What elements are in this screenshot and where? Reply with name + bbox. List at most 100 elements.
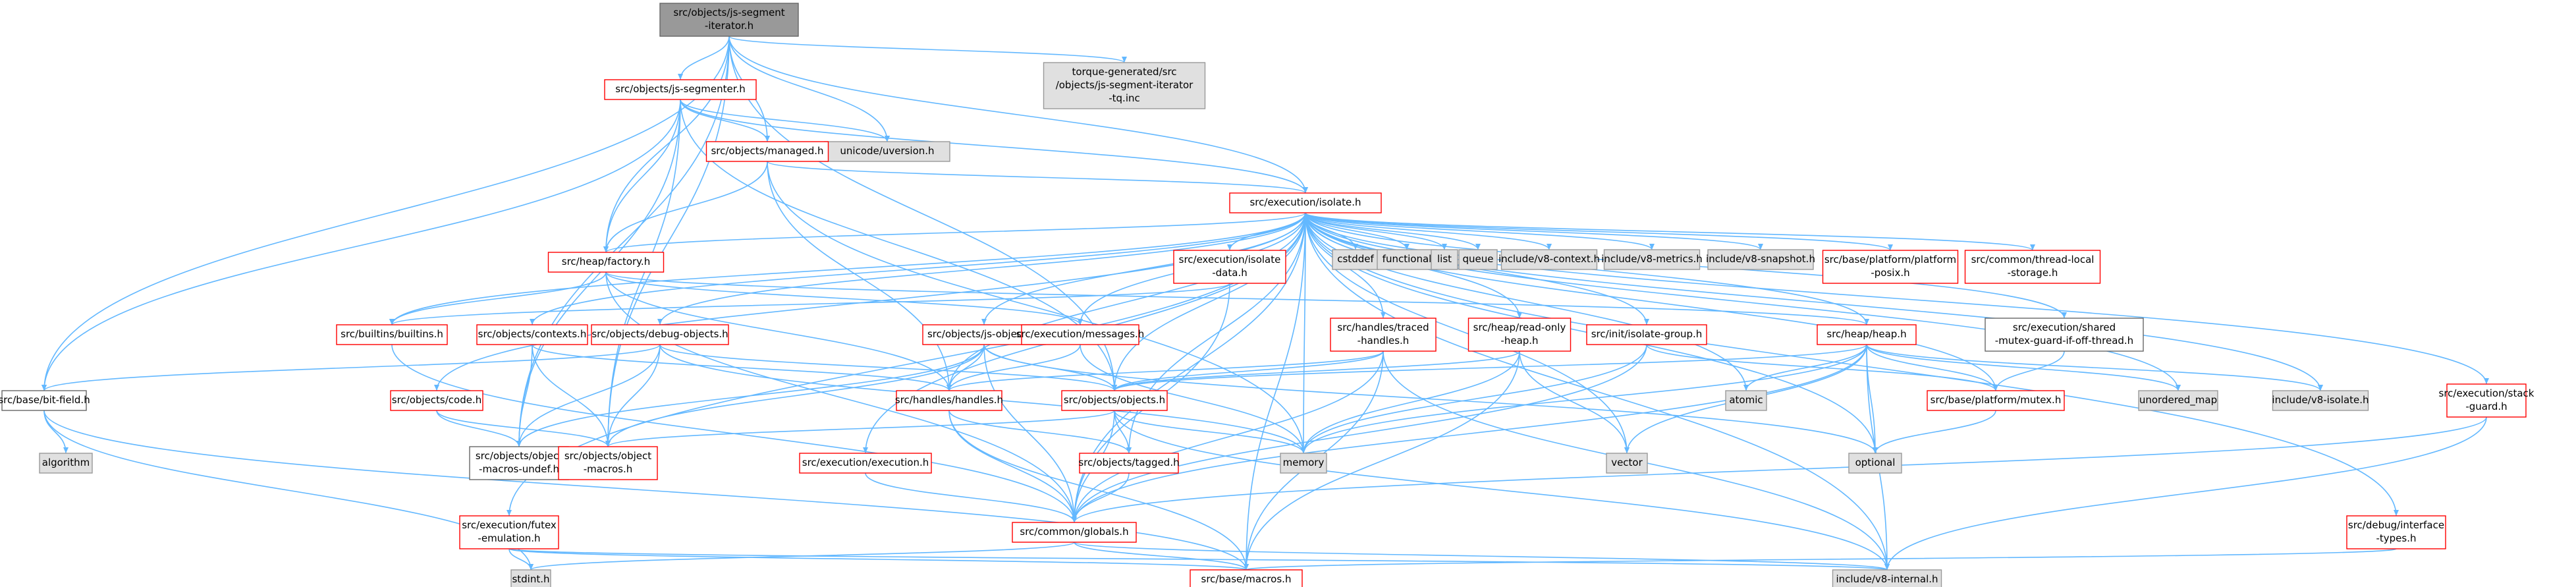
node-macros[interactable]: src/base/macros.h	[1190, 569, 1303, 587]
node-label-v8snapshot-line-0: include/v8-snapshot.h	[1706, 253, 1815, 265]
node-label-threadlocal-line-0: src/common/thread-local	[1971, 254, 2095, 266]
edge-isolate-to-queue	[1305, 212, 1479, 250]
arrowhead-isolate-to-execution	[863, 447, 868, 453]
edge-stackguard-to-globals	[1074, 416, 2487, 523]
node-bitfield[interactable]: src/base/bit-field.h	[0, 390, 90, 411]
edge-isogroup-to-memory	[1303, 344, 1647, 454]
edge-root-to-bitfield	[43, 36, 730, 391]
edge-isogroup-to-mutex	[1646, 344, 1996, 391]
node-contexts[interactable]: src/objects/contexts.h	[476, 324, 588, 345]
node-debugobj[interactable]: src/objects/debug-objects.h	[591, 324, 729, 345]
node-stackguard[interactable]: src/execution/stack-guard.h	[2439, 383, 2535, 418]
node-tagged[interactable]: src/objects/tagged.h	[1078, 453, 1180, 474]
node-objmacros[interactable]: src/objects/object-macros.h	[558, 446, 658, 480]
node-box-tagged	[1079, 453, 1179, 474]
edge-root-to-segmenter	[680, 36, 730, 80]
arrowhead-isolate-to-v8context	[1547, 244, 1552, 250]
node-box-torque	[1043, 62, 1206, 109]
node-label-globals-line-0: src/common/globals.h	[1020, 526, 1128, 538]
node-factory[interactable]: src/heap/factory.h	[547, 252, 665, 273]
edge-messages-to-memory	[1080, 344, 1304, 454]
node-label-platposix-line-1: -posix.h	[1871, 267, 1909, 279]
node-vector: vector	[1606, 453, 1648, 474]
node-isolate[interactable]: src/execution/isolate.h	[1229, 192, 1382, 213]
edge-contexts-to-objmacros	[532, 344, 609, 447]
node-functional: functional	[1377, 249, 1437, 270]
node-root[interactable]: src/objects/js-segment-iterator.h	[659, 3, 799, 37]
edge-isolate-to-objects	[1114, 212, 1306, 391]
node-label-torque-line-0: torque-generated/src	[1072, 66, 1176, 78]
edge-code-to-objmacros	[436, 410, 609, 447]
node-box-segmenter	[604, 79, 757, 100]
node-box-optional	[1848, 453, 1902, 474]
node-cstddef: cstddef	[1332, 249, 1379, 270]
arrowhead-debugiface-to-macros	[1244, 564, 1249, 570]
node-label-undef-line-0: src/objects/object	[476, 450, 562, 462]
arrowhead-sharedmutex-to-mutex	[1993, 385, 1998, 391]
node-box-queue	[1458, 249, 1498, 270]
edge-isolate-to-threadlocal	[1305, 212, 2033, 251]
node-futex[interactable]: src/execution/futex-emulation.h	[459, 515, 559, 549]
arrowhead-isolate-to-code	[434, 385, 439, 391]
node-label-debugobj-line-0: src/objects/debug-objects.h	[591, 328, 728, 340]
node-globals[interactable]: src/common/globals.h	[1012, 522, 1137, 543]
node-list: list	[1431, 249, 1458, 270]
edge-messages-to-handles	[948, 344, 1081, 391]
edge-heap-to-memory	[1303, 344, 1867, 454]
node-box-list	[1431, 249, 1458, 270]
node-box-objmacros	[558, 446, 658, 480]
node-label-messages-line-0: src/execution/messages.h	[1016, 328, 1145, 340]
node-label-optional-line-0: optional	[1855, 457, 1896, 468]
arrowhead-isolate-to-traced	[1381, 312, 1386, 318]
edge-isolate-to-v8metrics	[1305, 212, 1653, 250]
edge-isolate-to-list	[1305, 212, 1445, 250]
node-v8snapshot: include/v8-snapshot.h	[1706, 249, 1815, 270]
node-heap[interactable]: src/heap/heap.h	[1817, 324, 1917, 345]
node-box-isolate	[1229, 192, 1382, 213]
edge-isolate-to-platposix	[1305, 212, 1891, 251]
node-isodata[interactable]: src/execution/isolate-data.h	[1173, 250, 1286, 284]
node-label-memory-line-0: memory	[1283, 457, 1325, 468]
node-execution[interactable]: src/execution/execution.h	[799, 453, 932, 474]
edge-isolate-to-functional	[1305, 212, 1408, 250]
arrowhead-globals-to-stdint	[528, 564, 534, 570]
node-managed[interactable]: src/objects/managed.h	[705, 141, 829, 162]
node-label-futex-line-0: src/execution/futex	[462, 519, 557, 531]
node-sharedmutex[interactable]: src/execution/shared-mutex-guard-if-off-…	[1985, 318, 2144, 352]
node-code[interactable]: src/objects/code.h	[390, 390, 483, 411]
node-label-algorithm-line-0: algorithm	[42, 457, 90, 468]
node-box-builtins	[336, 324, 448, 345]
node-box-v8internal	[1832, 569, 1942, 587]
node-handles[interactable]: src/handles/handles.h	[895, 390, 1003, 411]
node-objects[interactable]: src/objects/objects.h	[1061, 390, 1168, 411]
node-builtins[interactable]: src/builtins/builtins.h	[336, 324, 448, 345]
edge-handles-to-tagged	[948, 410, 1130, 454]
node-isogroup[interactable]: src/init/isolate-group.h	[1586, 324, 1707, 345]
node-box-stackguard	[2446, 383, 2527, 418]
node-readonly[interactable]: src/heap/read-only-heap.h	[1467, 318, 1572, 352]
edge-segmenter-to-managed	[680, 99, 768, 142]
edge-managed-to-factory	[605, 161, 768, 253]
edge-globals-to-stdint	[530, 542, 1075, 571]
node-memory: memory	[1280, 453, 1327, 474]
node-box-v8snapshot	[1707, 249, 1814, 270]
edge-heap-to-v8isolate	[1866, 344, 2321, 391]
arrowhead-traced-to-handles	[946, 385, 952, 391]
node-label-debugiface-line-1: -types.h	[2376, 532, 2416, 544]
node-threadlocal[interactable]: src/common/thread-local-storage.h	[1964, 250, 2101, 284]
node-debugiface[interactable]: src/debug/interface-types.h	[2346, 515, 2446, 549]
node-label-factory-line-0: src/heap/factory.h	[562, 256, 650, 267]
node-segmenter[interactable]: src/objects/js-segmenter.h	[604, 79, 757, 100]
node-platposix[interactable]: src/base/platform/platform-posix.h	[1822, 250, 1959, 284]
node-label-isogroup-line-0: src/init/isolate-group.h	[1591, 328, 1703, 340]
edge-bitfield-to-macros	[43, 410, 1247, 571]
node-undef[interactable]: src/objects/object-macros-undef.h	[469, 446, 569, 480]
node-mutex[interactable]: src/base/platform/mutex.h	[1927, 390, 2065, 411]
edge-readonly-to-objects	[1114, 350, 1520, 391]
node-messages[interactable]: src/execution/messages.h	[1016, 324, 1145, 345]
node-traced[interactable]: src/handles/traced-handles.h	[1330, 318, 1437, 352]
arrowhead-isolate-to-platposix	[1888, 244, 1893, 250]
node-label-v8isolate-line-0: include/v8-isolate.h	[2272, 394, 2369, 406]
node-label-isodata-line-1: -data.h	[1212, 267, 1247, 279]
node-label-root-line-0: src/objects/js-segment	[673, 7, 784, 18]
